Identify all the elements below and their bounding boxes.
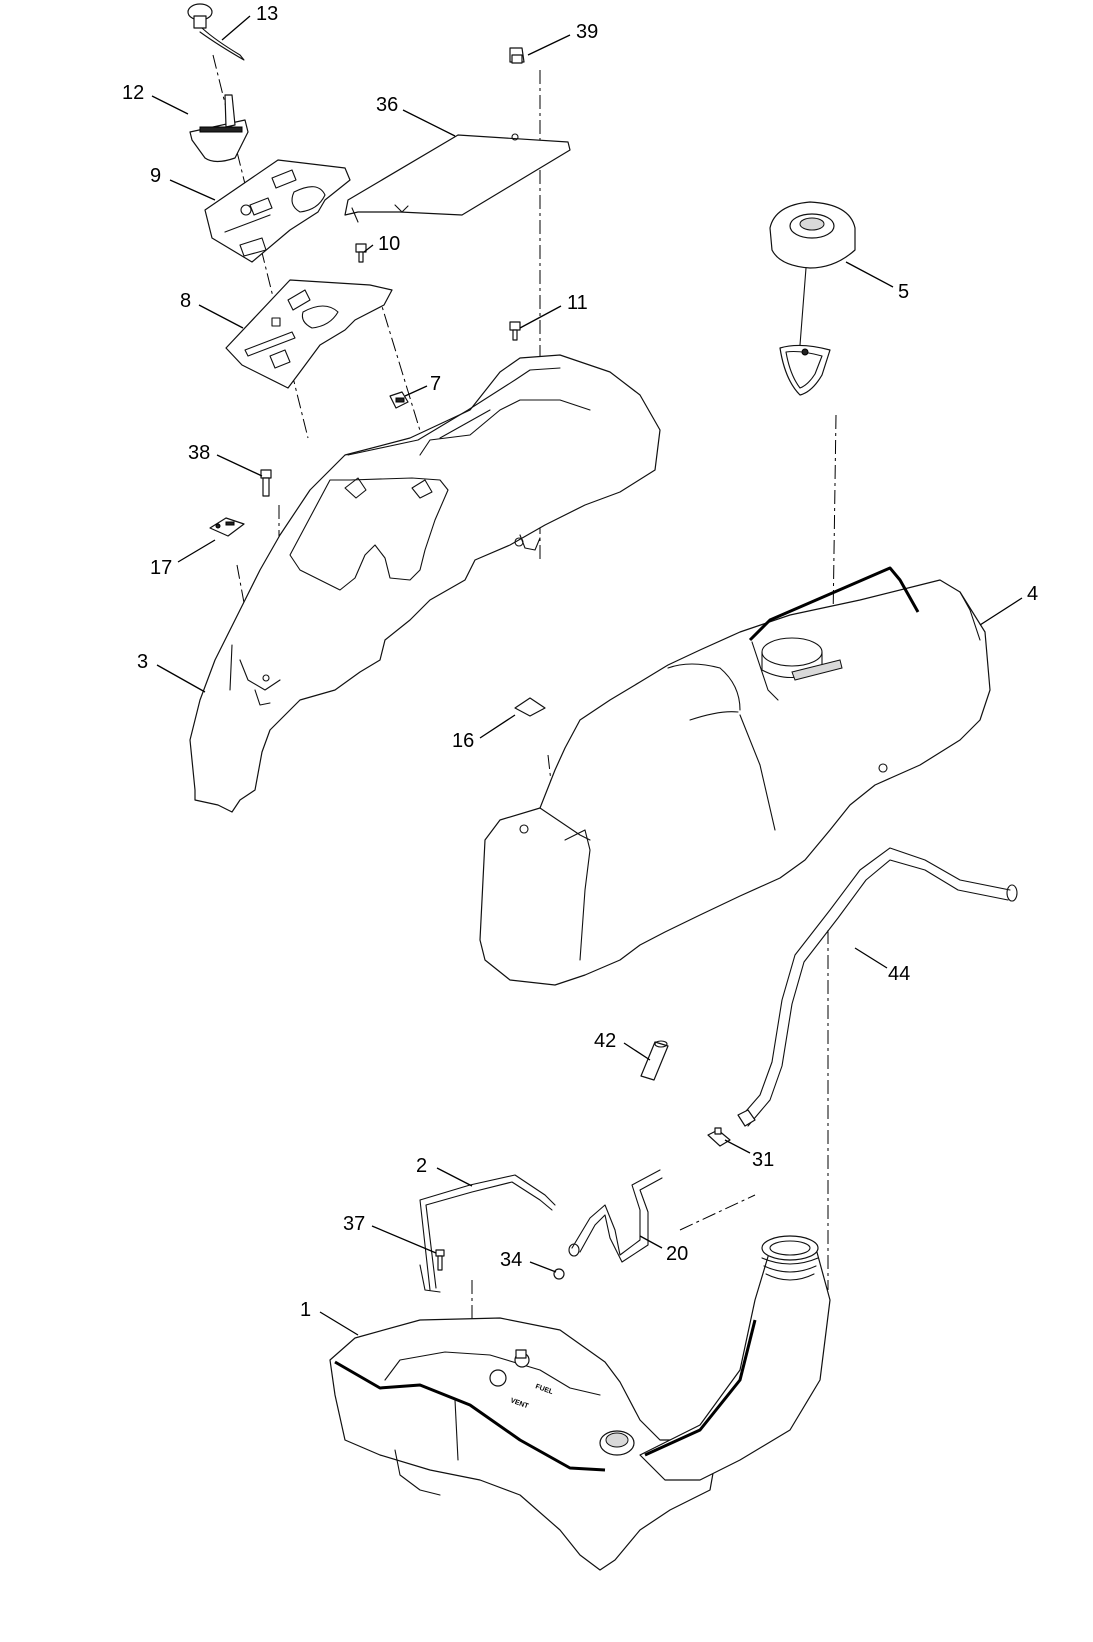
callout-34: 34	[500, 1249, 522, 1271]
part-38-bolt	[260, 469, 272, 497]
part-16-plug	[514, 697, 546, 717]
callout-12: 12	[122, 82, 144, 104]
part-39-fastener	[509, 47, 525, 64]
callout-8: 8	[180, 290, 191, 312]
part-13-dipstick	[187, 3, 245, 61]
part-34-clamp	[553, 1268, 565, 1280]
part-42-hose	[640, 1040, 669, 1081]
part-11-screw	[509, 321, 521, 341]
part-37-bolt	[435, 1249, 445, 1271]
part-8-panel	[225, 279, 393, 389]
part-44-hose	[737, 847, 1018, 1127]
part-4-tank-cover	[479, 566, 991, 986]
part-2-bracket	[419, 1174, 556, 1293]
callout-9: 9	[150, 165, 161, 187]
part-31-fitting	[707, 1127, 731, 1147]
leader-lines	[151, 15, 1023, 1336]
callout-2: 2	[416, 1155, 427, 1177]
part-20-hose	[568, 1169, 663, 1263]
callout-5: 5	[898, 281, 909, 303]
callout-44: 44	[888, 963, 910, 985]
callout-numbers: 13 12 9 8 36 39 10 11 7 38 17 3 5 4 16 4…	[122, 3, 1038, 1321]
part-36-cover	[344, 133, 571, 223]
part-5-fuel-cap	[769, 201, 856, 396]
part-1-fuel-tank: FUEL VENT	[329, 1235, 831, 1571]
callout-17: 17	[150, 557, 172, 579]
part-10-screw	[355, 243, 367, 263]
callout-31: 31	[752, 1149, 774, 1171]
callout-39: 39	[576, 21, 598, 43]
part-9-decal	[204, 159, 351, 263]
callout-3: 3	[137, 651, 148, 673]
callout-10: 10	[378, 233, 400, 255]
callout-36: 36	[376, 94, 398, 116]
callout-7: 7	[430, 373, 441, 395]
callout-11: 11	[567, 292, 588, 314]
part-12-bracket	[189, 94, 249, 163]
callout-42: 42	[594, 1030, 616, 1052]
callout-16: 16	[452, 730, 474, 752]
callout-37: 37	[343, 1213, 365, 1235]
callout-20: 20	[666, 1243, 688, 1265]
callout-13: 13	[256, 3, 278, 25]
callout-4: 4	[1027, 583, 1038, 605]
part-17-decal	[209, 517, 245, 537]
callout-38: 38	[188, 442, 210, 464]
part-7-clip	[389, 391, 409, 409]
callout-1: 1	[300, 1299, 311, 1321]
part-3-console	[189, 354, 661, 813]
